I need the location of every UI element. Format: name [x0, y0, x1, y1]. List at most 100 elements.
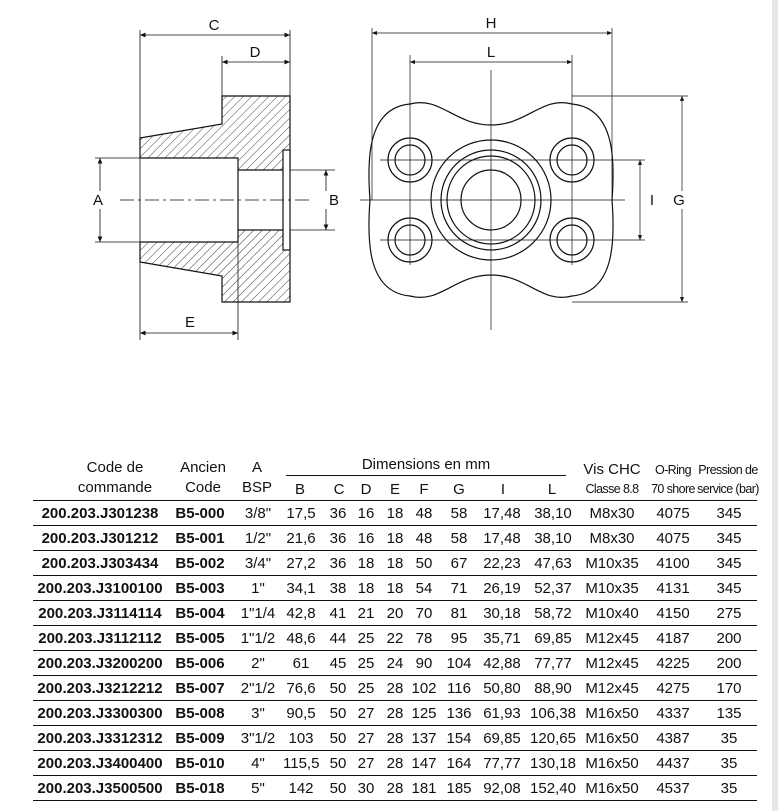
cell-dim-e: 22: [386, 630, 404, 647]
cell-code: 200.203.J303434: [41, 555, 159, 572]
cell-dim-d: 30: [357, 780, 375, 797]
cell-dim-i: 17,48: [483, 505, 521, 522]
cell-pression: 345: [716, 555, 742, 572]
cell-dim-g: 116: [447, 680, 471, 697]
cell-vis: M10x35: [585, 580, 639, 597]
cell-pression: 345: [716, 505, 742, 522]
cell-dim-l: 69,85: [534, 630, 572, 647]
cell-bsp: 1"1/4: [240, 605, 276, 622]
cell-dim-l: 130,18: [530, 755, 576, 772]
cell-bsp: 3/8": [244, 505, 272, 522]
header-oring-line1: O-Ring: [655, 463, 692, 477]
cell-ancien-code: B5-018: [175, 780, 225, 797]
cell-dim-l: 152,40: [530, 780, 576, 797]
cell-dim-f: 181: [411, 780, 437, 797]
dim-label-d: D: [250, 44, 261, 61]
dim-label-a: A: [93, 192, 103, 209]
cell-dim-f: 125: [411, 705, 437, 722]
front-view: [360, 28, 688, 330]
header-code-line1: Code de: [86, 459, 144, 476]
cell-dim-e: 18: [386, 505, 404, 522]
header-dimensions: Dimensions en mm: [286, 456, 566, 476]
cell-dim-l: 58,72: [534, 605, 572, 622]
header-vis-line1: Vis CHC: [583, 461, 641, 478]
header-dim-g: G: [453, 481, 465, 498]
page-edge: [772, 0, 778, 811]
cell-dim-g: 154: [446, 730, 472, 747]
header-dim-i: I: [500, 481, 506, 498]
cell-oring: 4537: [656, 780, 690, 797]
cell-dim-f: 102: [411, 680, 437, 697]
cell-bsp: 2"1/2: [240, 680, 276, 697]
cell-dim-b: 61: [292, 655, 310, 672]
header-pression-line2: service (bar): [697, 482, 759, 496]
cell-dim-f: 70: [415, 605, 433, 622]
cell-ancien-code: B5-000: [175, 505, 225, 522]
cell-dim-f: 137: [411, 730, 437, 747]
cell-dim-l: 52,37: [534, 580, 572, 597]
cell-ancien-code: B5-007: [175, 680, 225, 697]
cell-pression: 345: [716, 530, 742, 547]
cell-dim-g: 164: [446, 755, 472, 772]
cell-dim-i: 17,48: [483, 530, 521, 547]
header-bsp-line2: BSP: [241, 479, 272, 496]
header-bsp-line1: A: [251, 459, 262, 476]
cell-code: 200.203.J3112112: [38, 630, 162, 647]
cell-dim-e: 18: [386, 530, 404, 547]
cell-oring: 4225: [656, 655, 690, 672]
cell-dim-e: 18: [386, 580, 404, 597]
cell-dim-e: 28: [386, 680, 404, 697]
cell-dim-e: 28: [386, 730, 404, 747]
cell-pression: 35: [720, 780, 738, 797]
cell-dim-l: 88,90: [534, 680, 572, 697]
cell-dim-b: 76,6: [286, 680, 316, 697]
cell-dim-i: 50,80: [483, 680, 521, 697]
cell-dim-g: 81: [450, 605, 468, 622]
cell-dim-d: 18: [357, 555, 375, 572]
cell-dim-l: 38,10: [534, 530, 572, 547]
cell-pression: 35: [720, 730, 738, 747]
cell-dim-b: 17,5: [286, 505, 316, 522]
dim-label-h: H: [486, 15, 497, 32]
cell-dim-e: 28: [386, 705, 404, 722]
cell-dim-i: 30,18: [483, 605, 521, 622]
cell-dim-b: 48,6: [286, 630, 316, 647]
cell-vis: M16x50: [585, 780, 639, 797]
cell-dim-g: 136: [446, 705, 472, 722]
cell-dim-d: 21: [357, 605, 375, 622]
dim-label-l: L: [487, 44, 495, 61]
cell-dim-e: 28: [386, 780, 404, 797]
cell-dim-f: 50: [415, 555, 433, 572]
header-ancien-line1: Ancien: [180, 459, 226, 476]
cell-dim-i: 92,08: [483, 780, 521, 797]
cell-code: 200.203.J301212: [41, 530, 159, 547]
cell-ancien-code: B5-002: [175, 555, 225, 572]
cell-code: 200.203.J3312312: [37, 730, 163, 747]
header-dim-d: D: [360, 481, 372, 498]
cell-dim-d: 27: [357, 705, 375, 722]
cell-dim-d: 16: [357, 505, 375, 522]
cell-oring: 4437: [656, 755, 690, 772]
cell-bsp: 3/4": [244, 555, 272, 572]
cell-ancien-code: B5-010: [175, 755, 225, 772]
header-oring-line2: 70 shore: [651, 482, 695, 496]
cell-vis: M12x45: [585, 655, 639, 672]
cell-dim-g: 104: [446, 655, 472, 672]
cell-dim-c: 50: [329, 780, 347, 797]
cell-dim-b: 34,1: [286, 580, 316, 597]
cell-dim-c: 50: [329, 755, 347, 772]
cell-dim-c: 50: [329, 680, 347, 697]
dimensions-table: Code de commande Ancien Code A BSP Dimen…: [33, 455, 759, 801]
cell-code: 200.203.J3100100: [37, 580, 163, 597]
cell-ancien-code: B5-005: [175, 630, 225, 647]
cell-pression: 200: [716, 630, 742, 647]
cell-oring: 4075: [656, 505, 690, 522]
side-section-view: [95, 30, 335, 340]
cell-pression: 135: [716, 705, 742, 722]
